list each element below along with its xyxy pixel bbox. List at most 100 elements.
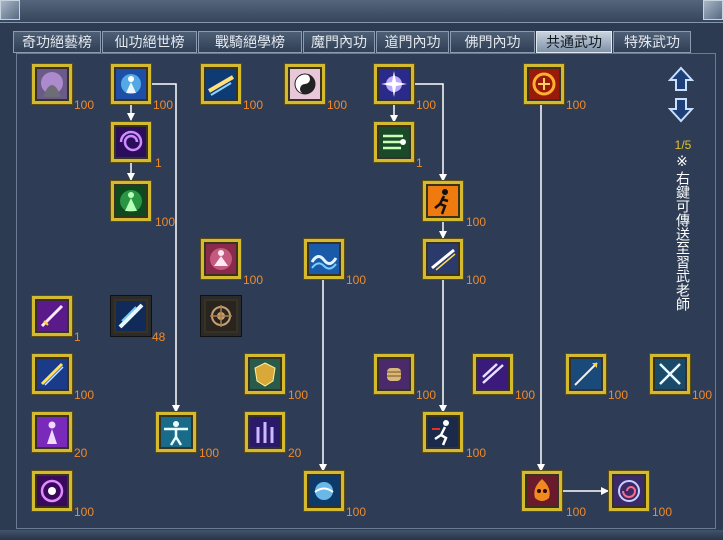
purple-vortex-icon xyxy=(116,127,146,157)
dash-strike-icon xyxy=(206,69,236,99)
skill-slot[interactable] xyxy=(201,64,241,104)
skill-level: 100 xyxy=(74,98,95,112)
skill-slot[interactable] xyxy=(374,122,414,162)
light-burst-icon xyxy=(379,69,409,99)
skill-level: 100 xyxy=(466,273,487,287)
skill-slot[interactable] xyxy=(285,64,325,104)
skill-slot[interactable] xyxy=(111,122,151,162)
skill-slot[interactable] xyxy=(566,354,606,394)
arrow-connector xyxy=(152,83,180,413)
skill-slot[interactable] xyxy=(374,354,414,394)
ocean-orb-icon xyxy=(309,476,339,506)
yin-yang-icon xyxy=(290,69,320,99)
skill-slot[interactable] xyxy=(245,354,285,394)
arrow-down-icon[interactable] xyxy=(668,97,694,123)
cross-blade-icon xyxy=(655,359,685,389)
iron-fist-icon xyxy=(379,359,409,389)
skill-level: 100 xyxy=(199,446,220,460)
skill-level: 100 xyxy=(155,215,176,229)
tab-tao-internal[interactable]: 道門內功 xyxy=(376,31,449,53)
window-title-bar[interactable] xyxy=(0,0,723,23)
skill-slot[interactable] xyxy=(473,354,513,394)
teleport-hint-text: 右鍵可傳送至習武老師 xyxy=(674,171,690,311)
skill-slot[interactable] xyxy=(111,64,151,104)
skill-level: 100 xyxy=(608,388,629,402)
tab-buddha-internal[interactable]: 佛門內功 xyxy=(450,31,535,53)
skill-slot[interactable] xyxy=(32,412,72,452)
skill-level: 100 xyxy=(153,98,174,112)
arrow-connector xyxy=(414,83,447,182)
blade-flash-icon xyxy=(428,244,458,274)
twin-blade-icon xyxy=(478,359,508,389)
red-rune-icon xyxy=(529,69,559,99)
skill-slot[interactable] xyxy=(32,471,72,511)
skill-slot[interactable] xyxy=(524,64,564,104)
skill-slot[interactable] xyxy=(374,64,414,104)
skill-level: 48 xyxy=(152,330,166,344)
green-spirit-icon xyxy=(116,186,146,216)
stone-monk-icon xyxy=(37,69,67,99)
skill-level: 100 xyxy=(416,388,437,402)
skill-slot[interactable] xyxy=(32,64,72,104)
tab-common-martial[interactable]: 共通武功 xyxy=(536,31,612,53)
bronze-wheel-icon xyxy=(206,301,236,331)
skill-slot[interactable] xyxy=(304,239,344,279)
tab-special-martial[interactable]: 特殊武功 xyxy=(613,31,691,53)
window-bottom-edge xyxy=(0,530,723,540)
spiral-ring-icon xyxy=(614,476,644,506)
wind-rush-icon xyxy=(379,127,409,157)
skill-slot[interactable] xyxy=(304,471,344,511)
skill-slot[interactable] xyxy=(522,471,562,511)
skill-slot[interactable] xyxy=(609,471,649,511)
skill-slot[interactable] xyxy=(423,239,463,279)
skill-level: 1 xyxy=(416,156,423,170)
skill-level: 100 xyxy=(346,505,367,519)
running-man-icon xyxy=(428,186,458,216)
tab-demon-internal[interactable]: 魔門內功 xyxy=(303,31,375,53)
skill-level: 20 xyxy=(288,446,302,460)
skill-slot[interactable] xyxy=(201,239,241,279)
skill-slot[interactable] xyxy=(111,296,151,336)
skill-slot[interactable] xyxy=(423,412,463,452)
skill-level: 100 xyxy=(466,215,487,229)
healing-figure-icon xyxy=(206,244,236,274)
skill-slot[interactable] xyxy=(156,412,196,452)
sprint-figure-icon xyxy=(428,417,458,447)
spear-thrust-icon xyxy=(571,359,601,389)
tab-immortal-ranking[interactable]: 仙功絕世榜 xyxy=(102,31,197,53)
skill-slot[interactable] xyxy=(650,354,690,394)
tab-qigong-art-ranking[interactable]: 奇功絕藝榜 xyxy=(13,31,101,53)
arrow-up-icon[interactable] xyxy=(668,66,694,92)
skill-level: 100 xyxy=(466,446,487,460)
golden-shield-icon xyxy=(250,359,280,389)
tab-mount-ranking[interactable]: 戰騎絕學榜 xyxy=(198,31,302,53)
skill-level: 100 xyxy=(346,273,367,287)
skill-level: 100 xyxy=(515,388,536,402)
skill-level: 20 xyxy=(74,446,88,460)
note-reference-mark: ※ xyxy=(676,154,688,170)
skill-slot[interactable] xyxy=(423,181,463,221)
skill-level: 100 xyxy=(74,505,95,519)
skill-level: 100 xyxy=(566,98,587,112)
violet-figure-icon xyxy=(37,417,67,447)
purple-orb-icon xyxy=(37,476,67,506)
skill-level: 100 xyxy=(327,98,348,112)
skill-level: 100 xyxy=(243,273,264,287)
flame-mask-icon xyxy=(527,476,557,506)
skill-level: 100 xyxy=(652,505,673,519)
skill-slot[interactable] xyxy=(32,296,72,336)
skill-level: 1 xyxy=(155,156,162,170)
skill-slot[interactable] xyxy=(32,354,72,394)
skill-level: 100 xyxy=(288,388,309,402)
skill-slot[interactable] xyxy=(201,296,241,336)
skill-slot[interactable] xyxy=(245,412,285,452)
skill-level: 100 xyxy=(74,388,95,402)
blue-sword-icon xyxy=(37,359,67,389)
water-wave-icon xyxy=(309,244,339,274)
page-indicator: 1/5 xyxy=(674,138,692,152)
purple-pillar-icon xyxy=(250,417,280,447)
skill-level: 1 xyxy=(74,330,81,344)
skill-slot[interactable] xyxy=(111,181,151,221)
skill-level: 100 xyxy=(243,98,264,112)
